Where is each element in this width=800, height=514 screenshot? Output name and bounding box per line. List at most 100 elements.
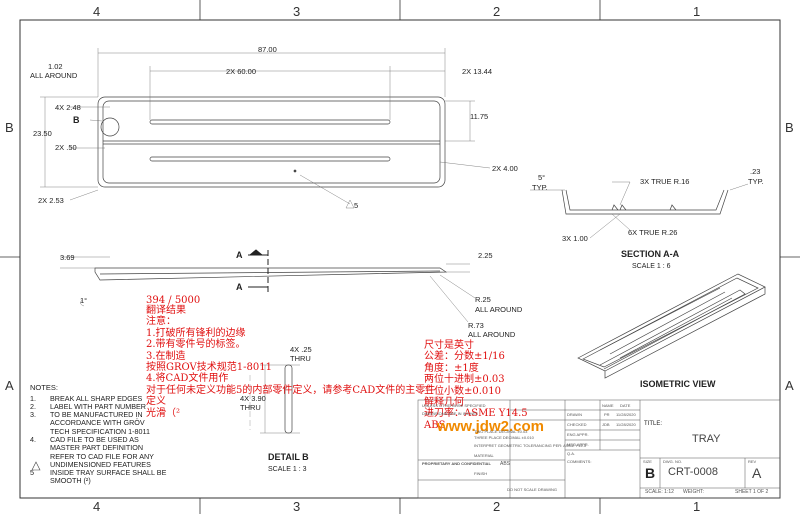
zone-bottom-3: 3: [293, 499, 301, 514]
tb-unless: UNLESS OTHERWISE SPECIFIED: [422, 403, 486, 408]
tb-rev-label: REV: [748, 459, 757, 464]
zone-right-a: A: [785, 378, 794, 393]
note-text: CAD FILE TO BE USED AS: [50, 434, 139, 444]
zone-left-b: B: [5, 120, 14, 135]
dim-r73-all-around: ALL AROUND: [468, 330, 516, 339]
dim-2x50: 2X .50: [55, 143, 77, 152]
detail-title: DETAIL B: [268, 452, 309, 462]
tb-dwg-label: DWG. NO.: [663, 459, 683, 464]
tb-rev: A: [752, 465, 762, 481]
tb-qa: Q.A.: [567, 451, 576, 456]
tb-sheet: SHEET 1 OF 2: [735, 489, 769, 495]
note-text: INSIDE TRAY SURFACE SHALL BE: [50, 468, 167, 478]
note-text: BREAK ALL SHARP EDGES: [50, 393, 143, 403]
tb-checked-name: JDB: [602, 422, 610, 427]
zone-left-a: A: [5, 378, 14, 393]
zone-top-3: 3: [293, 4, 301, 19]
note-number: 3.: [30, 410, 36, 420]
dim-r73: R.73: [468, 321, 484, 330]
translation-right-line: 两位十进制±0.03: [424, 374, 505, 386]
note-item: MASTER PART DEFINITION: [30, 443, 166, 452]
tb-eng-appr: ENG APPR.: [567, 432, 589, 437]
note-item: 4. CAD FILE TO BE USED AS: [30, 434, 166, 444]
note-text: UNDIMENSIONED FEATURES: [50, 459, 151, 469]
section-label-bottom: A: [236, 282, 243, 292]
dim-23: .23: [750, 167, 761, 176]
translation-line: 翻译结果: [146, 305, 186, 316]
translation-right-line: 三位小数±0.010: [424, 385, 502, 397]
tb-title: TRAY: [692, 433, 721, 445]
tb-three-place: THREE PLACE DECIMAL ±0.010: [474, 435, 534, 440]
dim-4x25-thru: THRU: [290, 354, 311, 363]
translation-right-line: 解释几何: [424, 396, 464, 408]
tb-no-scale: DO NOT SCALE DRAWING: [507, 487, 558, 492]
zone-top-4: 4: [93, 4, 101, 19]
note-ref-5: 5: [354, 201, 359, 210]
dim-slot-offset: 2X 13.44: [462, 67, 493, 76]
dim-2x400: 2X 4.00: [492, 164, 518, 173]
translation-line: 2.带有零件号的标签。: [146, 339, 246, 351]
tb-dims-in: DIMENSIONS ARE IN INCHES: [422, 411, 478, 416]
dim-height: 3.69: [60, 253, 75, 262]
tb-date-label: DATE: [620, 403, 631, 408]
dim-4x390-thru: THRU: [240, 403, 261, 412]
translation-line: 光滑（²: [146, 407, 181, 419]
tb-proprietary: PROPRIETARY AND CONFIDENTIAL: [422, 461, 491, 466]
tb-two-place: TWO PLACE DECIMAL ±0.03: [474, 429, 528, 434]
translation-line: 对于任何未定义功能5的内部零件定义，请参考CAD文件的主零件: [146, 384, 436, 396]
dim-draft-angle: 1°: [80, 296, 88, 305]
translation-line: 定义: [146, 396, 166, 408]
isometric-view: [577, 273, 766, 379]
detail-callout-b: B: [73, 115, 80, 125]
tb-checked: CHECKED: [567, 422, 587, 427]
note-item: 1. BREAK ALL SHARP EDGES: [30, 393, 166, 403]
note-item: ACCORDANCE WITH GRÖV: [30, 418, 166, 428]
translation-right-line: 尺寸是英寸: [424, 340, 474, 351]
side-view: [60, 256, 476, 323]
tb-drawn: DRAWN: [567, 412, 582, 417]
translation-line: 1.打破所有锋利的边缘: [146, 327, 246, 339]
note-item: 3. TO BE MANUFACTURED IN: [30, 410, 166, 420]
note-item: TECH SPECIFICATION 1-8011: [30, 426, 166, 436]
note-text: TECH SPECIFICATION 1-8011: [50, 426, 150, 436]
notes-heading: NOTES:: [30, 383, 58, 392]
note-text: SMOOTH (²): [50, 476, 91, 486]
note-text: ACCORDANCE WITH GRÖV: [50, 418, 145, 428]
zone-bottom-2: 2: [493, 499, 501, 514]
note-number: 4.: [30, 434, 36, 444]
title-block: [417, 399, 781, 499]
dim-slot-length: 2X 60.00: [226, 67, 257, 76]
translation-right-line: 公差：分数±1/16: [424, 351, 505, 363]
zone-right-b: B: [785, 120, 794, 135]
tb-size-label: SIZE: [643, 459, 652, 464]
tb-checked-date: 11/28/2020: [616, 422, 636, 427]
tb-size: B: [645, 465, 656, 481]
tb-dwg-no: CRT-0008: [668, 466, 718, 478]
dim-3xr16: 3X TRUE R.16: [640, 177, 690, 186]
section-view: [530, 181, 749, 239]
top-view: [97, 96, 446, 188]
translation-line: 按照GROV技术规范1-8011: [146, 361, 272, 373]
zone-top-2: 2: [493, 4, 501, 19]
dim-half-width: 11.75: [470, 112, 489, 121]
note-number: 1.: [30, 393, 36, 403]
translation-right-line: 进刀率：ASME Y14.5: [424, 408, 528, 420]
zone-bottom-4: 4: [93, 499, 101, 514]
detail-scale: SCALE 1 : 3: [268, 466, 307, 473]
tb-material: ABS: [500, 461, 511, 467]
dim-225: 2.25: [478, 251, 493, 260]
section-label-top: A: [236, 250, 243, 260]
translation-line: 4.将CAD文件用作: [146, 373, 229, 385]
tb-comments: COMMENTS:: [567, 459, 592, 464]
note-text: TO BE MANUFACTURED IN: [50, 410, 143, 420]
iso-title: ISOMETRIC VIEW: [640, 379, 716, 389]
translation-right-line: 角度：±1度: [424, 362, 479, 374]
section-title: SECTION A-A: [621, 249, 680, 259]
tb-drawn-name: PR: [604, 412, 610, 417]
dim-5deg-typ: TYP.: [532, 183, 548, 192]
dim-r25: R.25: [475, 295, 491, 304]
dim-4x25: 4X .25: [290, 345, 312, 354]
